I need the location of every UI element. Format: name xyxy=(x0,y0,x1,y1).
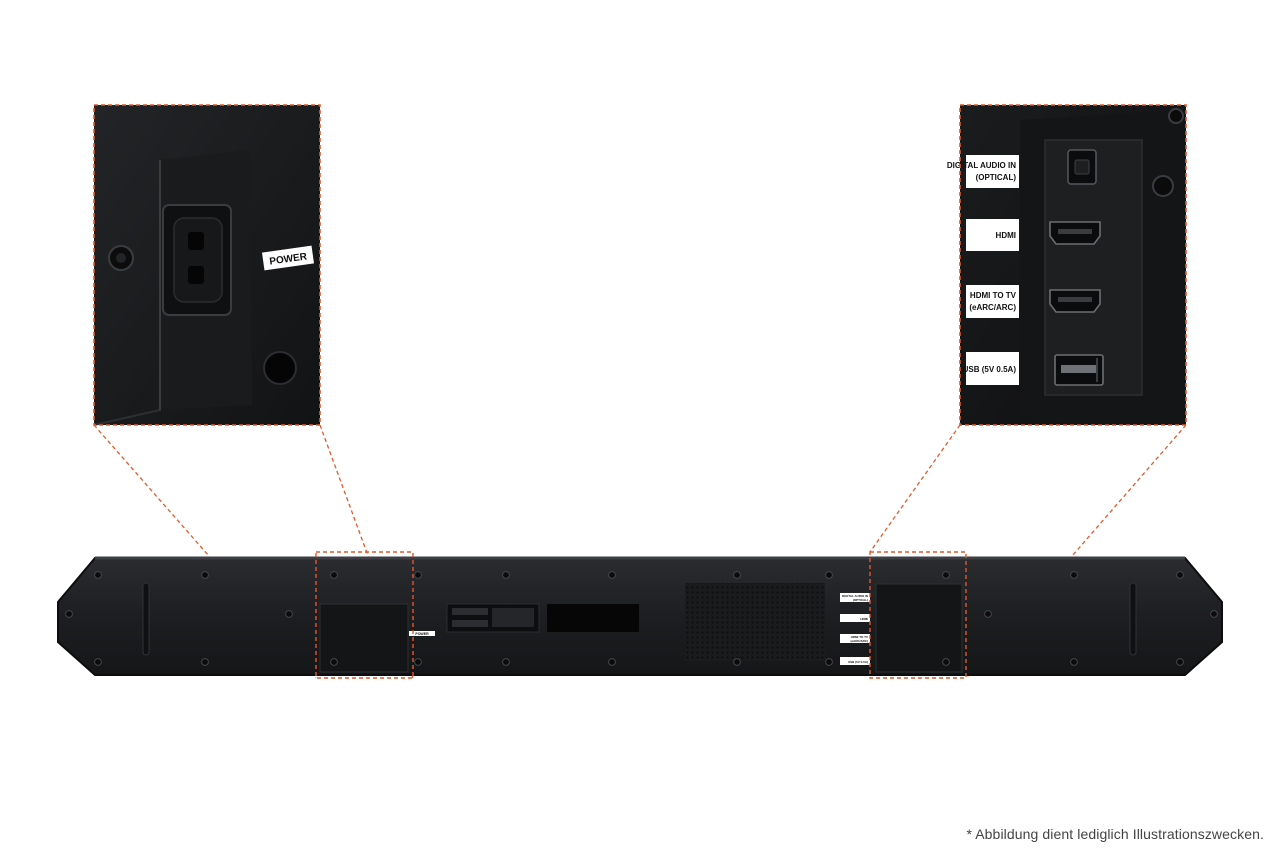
disclaimer-text: * Abbildung dient lediglich Illustration… xyxy=(966,826,1264,842)
screw-icon xyxy=(1070,658,1078,666)
left-zoom-callout: POWER xyxy=(93,104,321,426)
screw-icon xyxy=(285,610,293,618)
port-label-hdmi: HDMI xyxy=(966,219,1019,251)
screw-icon xyxy=(1210,610,1218,618)
optical-port-icon xyxy=(1067,149,1097,185)
port-label-optical: DIGITAL AUDIO IN (OPTICAL) xyxy=(947,155,1019,188)
rating-plate xyxy=(446,603,540,633)
screw-icon xyxy=(1176,658,1184,666)
hdmi-port-icon xyxy=(1049,289,1101,313)
svg-text:(eARC/ARC): (eARC/ARC) xyxy=(969,303,1016,312)
screw-icon xyxy=(825,658,833,666)
screw-icon xyxy=(1152,175,1174,197)
svg-text:(OPTICAL): (OPTICAL) xyxy=(976,173,1017,182)
screw-icon xyxy=(414,571,422,579)
port-labels-small: DIGITAL AUDIO IN (OPTICAL) HDMI HDMI TO … xyxy=(840,593,870,665)
screw-icon xyxy=(608,571,616,579)
screw-icon xyxy=(502,571,510,579)
screw-icon xyxy=(65,610,73,618)
screw-icon xyxy=(1168,108,1184,124)
cable-hole-icon xyxy=(263,351,297,385)
mount-slot xyxy=(142,582,150,656)
screw-icon xyxy=(1176,571,1184,579)
screw-icon xyxy=(942,571,950,579)
port-label-hdmi-tv: HDMI TO TV (eARC/ARC) xyxy=(966,285,1019,318)
power-socket-icon xyxy=(162,204,232,316)
svg-text:USB (5V 0.5A): USB (5V 0.5A) xyxy=(848,660,868,664)
port-recess xyxy=(875,583,963,673)
svg-text:DIGITAL AUDIO IN: DIGITAL AUDIO IN xyxy=(842,594,868,598)
screw-icon xyxy=(201,658,209,666)
screw-icon xyxy=(608,658,616,666)
svg-text:HDMI: HDMI xyxy=(996,231,1016,240)
screw-icon xyxy=(94,658,102,666)
svg-text:HDMI TO TV: HDMI TO TV xyxy=(851,635,868,639)
screw-icon xyxy=(201,571,209,579)
soundbar: POWER DIGITAL AUDIO IN (OPTICAL) HDMI HD… xyxy=(57,556,1223,676)
power-label-small xyxy=(409,631,435,636)
usb-port-icon xyxy=(1054,354,1104,386)
screw-icon xyxy=(733,658,741,666)
screw-icon xyxy=(942,658,950,666)
power-label-text: POWER xyxy=(269,251,309,267)
mount-slot xyxy=(1129,582,1137,656)
screw-icon xyxy=(1070,571,1078,579)
power-label: POWER xyxy=(261,245,315,271)
screw-icon xyxy=(414,658,422,666)
screw-icon xyxy=(502,658,510,666)
svg-text:USB (5V 0.5A): USB (5V 0.5A) xyxy=(963,365,1017,374)
screw-icon xyxy=(330,571,338,579)
screw-icon xyxy=(825,571,833,579)
screw-icon xyxy=(330,658,338,666)
svg-text:HDMI TO TV: HDMI TO TV xyxy=(970,291,1017,300)
screw-icon xyxy=(984,610,992,618)
svg-text:(OPTICAL): (OPTICAL) xyxy=(853,598,868,602)
screw-icon xyxy=(733,571,741,579)
port-label-usb: USB (5V 0.5A) xyxy=(963,352,1019,385)
serial-label xyxy=(547,604,639,632)
ports-highlight-box xyxy=(869,551,967,679)
svg-text:DIGITAL AUDIO IN: DIGITAL AUDIO IN xyxy=(947,161,1016,170)
svg-text:(eARC/ARC): (eARC/ARC) xyxy=(851,639,869,643)
right-zoom-callout: DIGITAL AUDIO IN (OPTICAL) HDMI HDMI TO … xyxy=(947,104,1187,426)
power-label-small-text: POWER xyxy=(415,632,429,636)
hdmi-port-icon xyxy=(1049,221,1101,245)
svg-text:HDMI: HDMI xyxy=(860,617,868,621)
screw-icon xyxy=(94,571,102,579)
screws xyxy=(65,571,1218,666)
